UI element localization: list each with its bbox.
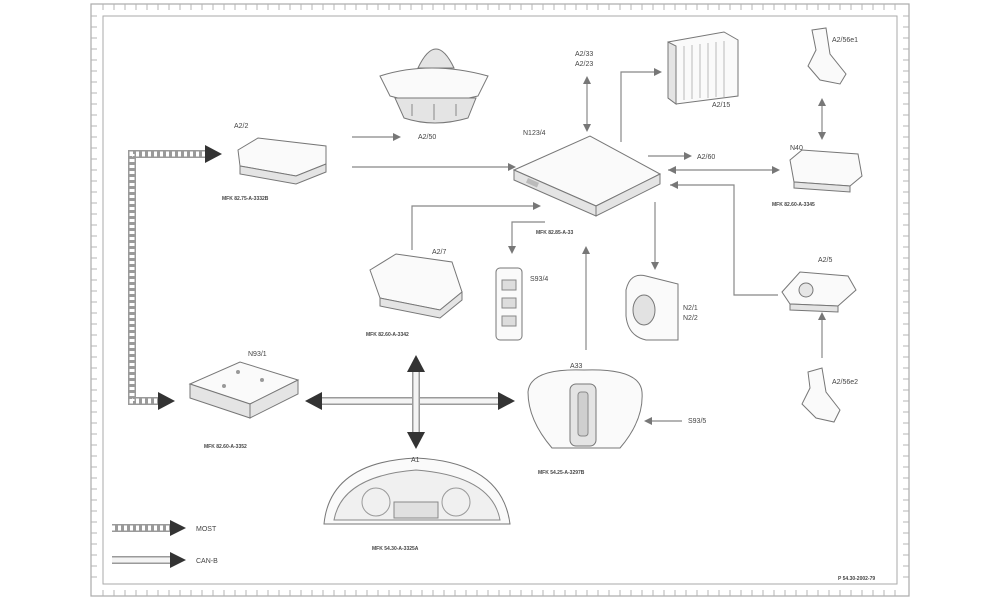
ref-a2-7: MFK 82.60-A-3342 bbox=[366, 332, 409, 338]
ref-n93-1: MFK 82.60-A-3352 bbox=[204, 444, 247, 450]
device-s93-4 bbox=[495, 267, 523, 341]
ref-n40: MFK 82.60-A-3345 bbox=[772, 202, 815, 208]
label-a2-56e2: A2/56e2 bbox=[832, 379, 858, 386]
most-bus bbox=[128, 145, 222, 410]
ref-a33: MFK 54.25-A-3297B bbox=[538, 470, 585, 476]
device-a2-2 bbox=[237, 137, 327, 185]
frame bbox=[90, 3, 910, 597]
device-a2-7 bbox=[369, 253, 463, 319]
label-n2-2: N2/2 bbox=[683, 315, 698, 322]
ref-a2-2: MFK 82.75-A-3332B bbox=[222, 196, 269, 202]
ref-n123-4: MFK 82.85-A-33 bbox=[536, 230, 573, 236]
label-a2-33: A2/33 bbox=[575, 51, 593, 58]
ref-a1: MFK 54.30-A-3325A bbox=[372, 546, 419, 552]
device-n40 bbox=[789, 149, 863, 193]
label-n40: N40 bbox=[790, 145, 803, 152]
can-bus bbox=[305, 355, 515, 449]
label-n93-1: N93/1 bbox=[248, 351, 267, 358]
label-a33: A33 bbox=[570, 363, 583, 370]
label-a1: A1 bbox=[411, 457, 420, 464]
legend-can: CAN-B bbox=[196, 558, 218, 565]
device-a1 bbox=[323, 457, 511, 525]
device-n2 bbox=[625, 274, 679, 341]
label-a2-5: A2/5 bbox=[818, 257, 833, 264]
label-a2-60: A2/60 bbox=[697, 154, 715, 161]
label-a2-7: A2/7 bbox=[432, 249, 447, 256]
label-n2-1: N2/1 bbox=[683, 305, 698, 312]
legend: MOST CAN-B bbox=[112, 520, 218, 568]
label-s93-5: S93/5 bbox=[688, 418, 706, 425]
device-a2-5 bbox=[781, 271, 857, 313]
device-a2-56e2 bbox=[801, 367, 841, 423]
label-a2-56e1: A2/56e1 bbox=[832, 37, 858, 44]
label-n123-4: N123/4 bbox=[523, 130, 546, 137]
device-a2-15 bbox=[667, 31, 739, 105]
device-a2-56e1 bbox=[807, 27, 847, 85]
label-a2-50: A2/50 bbox=[418, 134, 436, 141]
legend-most: MOST bbox=[196, 526, 217, 533]
connections bbox=[352, 68, 826, 425]
label-s93-4: S93/4 bbox=[530, 276, 548, 283]
device-a33 bbox=[527, 369, 643, 449]
footer-code: P 54.30-2002-79 bbox=[838, 576, 875, 582]
device-n93-1 bbox=[188, 361, 300, 419]
label-a2-15: A2/15 bbox=[712, 102, 730, 109]
label-a2-23: A2/23 bbox=[575, 61, 593, 68]
device-a2-50 bbox=[379, 48, 489, 124]
label-a2-2: A2/2 bbox=[234, 123, 249, 130]
device-n123-4 bbox=[512, 135, 662, 217]
